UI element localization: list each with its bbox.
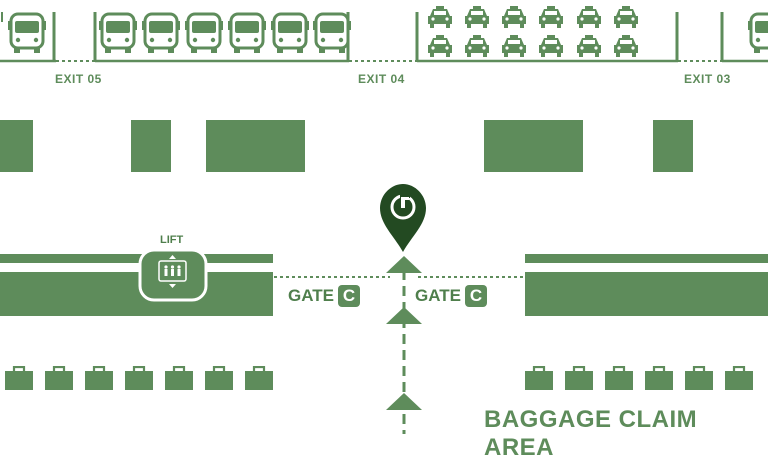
- arrow-up-icon: [386, 393, 422, 410]
- gate-text: GATE: [415, 286, 461, 305]
- airport-map: [0, 6, 768, 434]
- arrow-up-icon: [386, 307, 422, 324]
- building-block: [484, 120, 583, 172]
- building-block: [0, 120, 33, 172]
- gate-wall-left: [0, 254, 273, 316]
- bus-bay-center: [93, 12, 351, 63]
- exit-05-label: EXIT 05: [55, 72, 102, 86]
- arrow-up-icon: [386, 256, 422, 273]
- location-pin-icon[interactable]: [380, 184, 426, 252]
- luggage-row-left: [5, 366, 273, 390]
- exit-04-label: EXIT 04: [358, 72, 405, 86]
- gate-c-left[interactable]: GATE C: [288, 285, 360, 307]
- gate-badge: C: [337, 285, 360, 307]
- lift-label: LIFT: [160, 234, 184, 246]
- bus-bay-right: [720, 12, 768, 63]
- gate-text: GATE: [288, 286, 334, 305]
- bus-bay-left: [0, 12, 56, 63]
- luggage-row-right: [525, 366, 753, 390]
- gate-badge: C: [464, 285, 487, 307]
- gate-wall-right: [525, 254, 768, 316]
- building-block: [206, 120, 305, 172]
- elevator-icon[interactable]: [138, 248, 208, 302]
- gate-c-right[interactable]: GATE C: [415, 285, 487, 307]
- building-block: [131, 120, 171, 172]
- exit-03-label: EXIT 03: [684, 72, 731, 86]
- taxi-bay: [415, 6, 679, 63]
- baggage-claim-label: BAGGAGE CLAIM AREA: [484, 406, 698, 461]
- building-block: [653, 120, 693, 172]
